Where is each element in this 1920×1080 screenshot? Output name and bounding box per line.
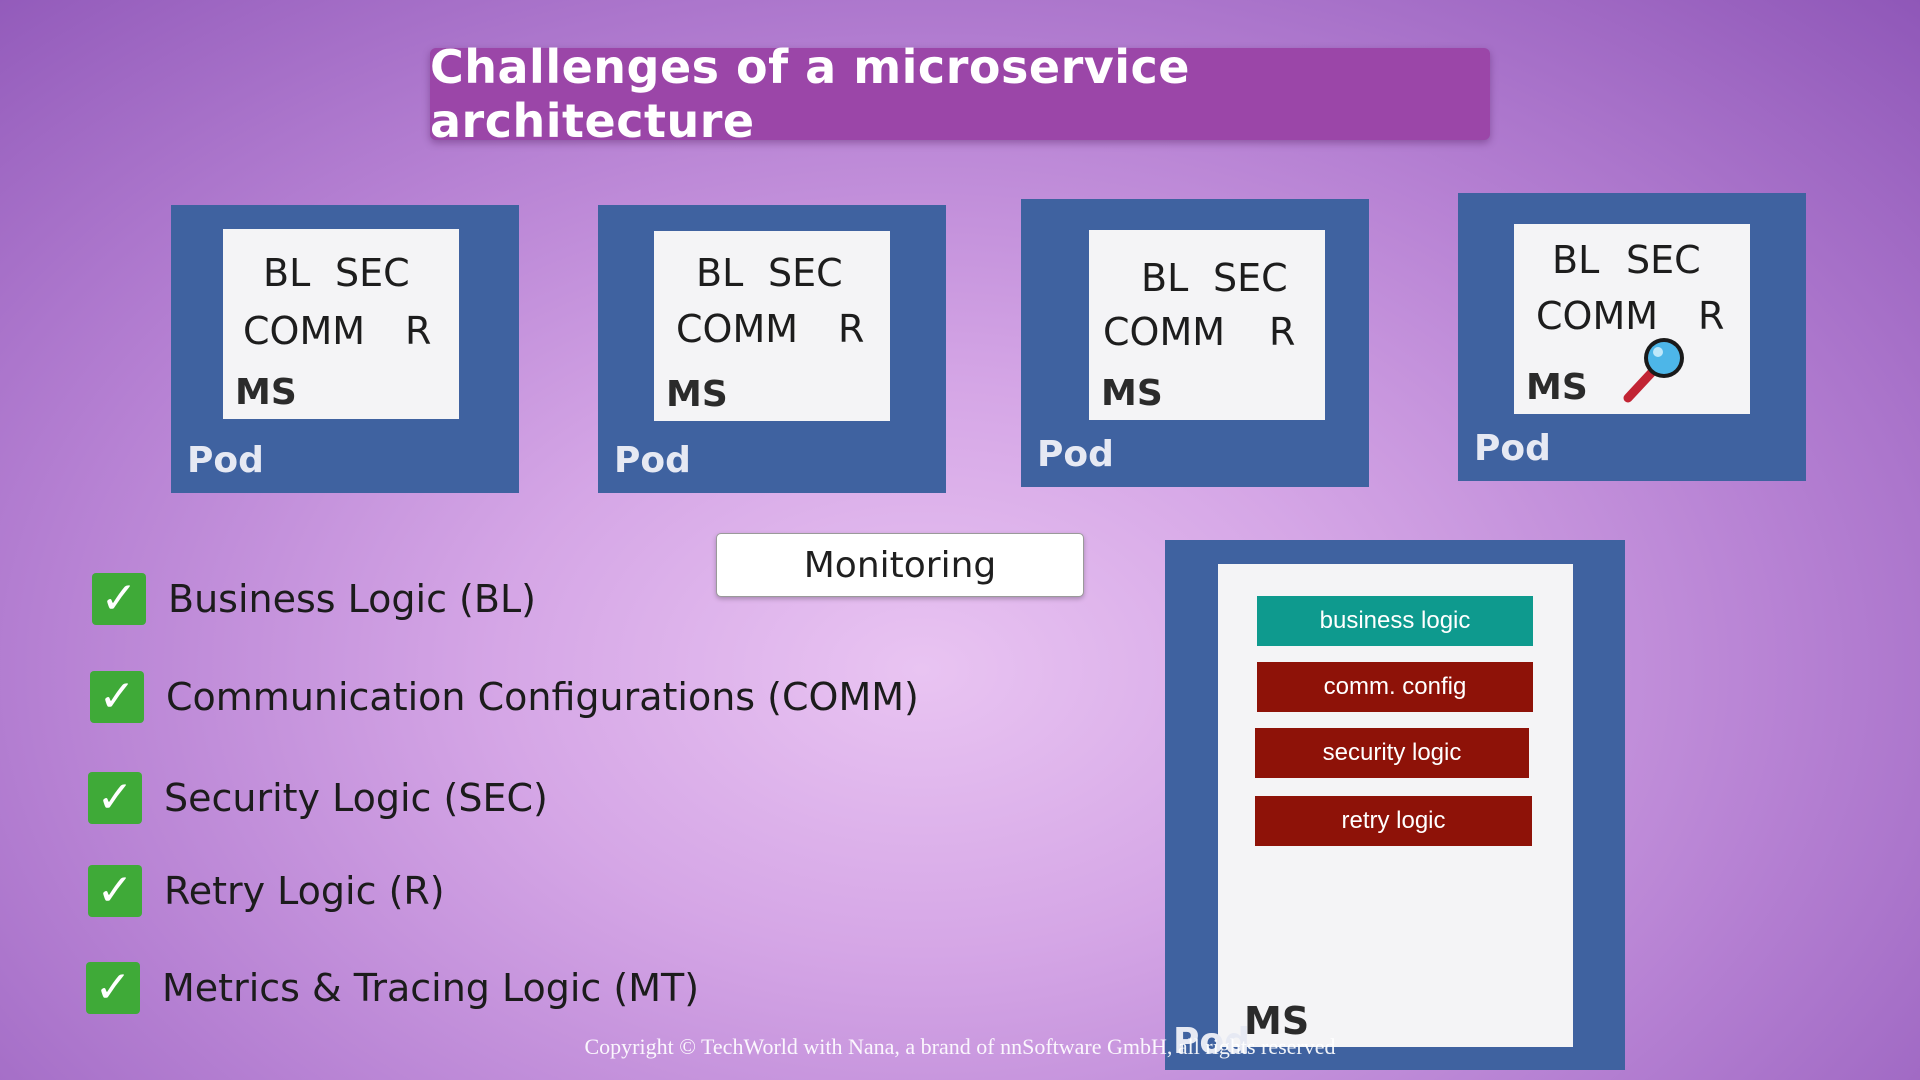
legend-label: Communication Configurations (COMM)	[166, 675, 919, 719]
microservice-box: BL SEC COMM R MS	[1514, 224, 1750, 414]
pod-2: BL SEC COMM R MS Pod	[598, 205, 946, 493]
pod-label: Pod	[1474, 428, 1551, 469]
component-label: security logic	[1322, 739, 1462, 766]
legend-item-mt: ✓ Metrics & Tracing Logic (MT)	[86, 960, 699, 1016]
ms-label: MS	[666, 374, 728, 415]
page-title: Challenges of a microservice architectur…	[430, 40, 1190, 148]
bl-label: BL	[1552, 238, 1600, 282]
comm-label: COMM	[1103, 310, 1226, 354]
detail-pod: business logic comm. config security log…	[1165, 540, 1625, 1070]
pod-label: Pod	[187, 440, 264, 481]
bl-label: BL	[263, 251, 311, 295]
ms-label: MS	[235, 372, 297, 413]
detail-microservice-box: business logic comm. config security log…	[1218, 564, 1573, 1047]
legend-label: Security Logic (SEC)	[164, 776, 548, 820]
pod-4: BL SEC COMM R MS Pod	[1458, 193, 1806, 481]
check-icon: ✓	[90, 671, 144, 723]
comm-label: COMM	[676, 307, 799, 351]
r-label: R	[1269, 310, 1296, 354]
security-logic-bar: security logic	[1255, 728, 1529, 778]
legend-label: Business Logic (BL)	[168, 577, 536, 621]
legend-label: Metrics & Tracing Logic (MT)	[162, 966, 700, 1010]
legend-item-sec: ✓ Security Logic (SEC)	[88, 770, 548, 826]
r-label: R	[405, 309, 432, 353]
comm-label: COMM	[243, 309, 366, 353]
ms-label: MS	[1526, 367, 1588, 408]
pod-3: BL SEC COMM R MS Pod	[1021, 199, 1369, 487]
sec-label: SEC	[768, 251, 843, 295]
component-label: comm. config	[1323, 673, 1467, 700]
bl-label: BL	[696, 251, 744, 295]
sec-label: SEC	[1213, 256, 1288, 300]
microservice-box: BL SEC COMM R MS	[223, 229, 459, 419]
check-icon: ✓	[88, 772, 142, 824]
microservice-box: BL SEC COMM R MS	[654, 231, 890, 421]
ms-label: MS	[1244, 999, 1310, 1043]
pod-label: Pod	[1037, 434, 1114, 475]
check-icon: ✓	[86, 962, 140, 1014]
r-label: R	[1698, 294, 1725, 338]
check-icon: ✓	[88, 865, 142, 917]
monitoring-label: Monitoring	[803, 544, 997, 586]
legend-label: Retry Logic (R)	[164, 869, 445, 913]
business-logic-bar: business logic	[1257, 596, 1533, 646]
bl-label: BL	[1141, 256, 1189, 300]
magnifier-icon	[1623, 338, 1684, 403]
microservice-box: BL SEC COMM R MS	[1089, 230, 1325, 420]
sec-label: SEC	[1626, 238, 1701, 282]
title-banner: Challenges of a microservice architectur…	[430, 40, 1490, 148]
copyright-text: Copyright © TechWorld with Nana, a brand…	[584, 1034, 1336, 1059]
comm-config-bar: comm. config	[1257, 662, 1533, 712]
sec-label: SEC	[335, 251, 410, 295]
legend-item-comm: ✓ Communication Configurations (COMM)	[90, 669, 919, 725]
component-label: business logic	[1319, 607, 1471, 634]
pod-label: Pod	[1173, 1021, 1250, 1062]
legend-item-r: ✓ Retry Logic (R)	[88, 863, 445, 919]
monitoring-box: Monitoring	[716, 533, 1084, 597]
legend-item-bl: ✓ Business Logic (BL)	[92, 571, 536, 627]
comm-label: COMM	[1536, 294, 1659, 338]
pod-1: BL SEC COMM R MS Pod	[171, 205, 519, 493]
retry-logic-bar: retry logic	[1255, 796, 1532, 846]
ms-label: MS	[1101, 373, 1163, 414]
r-label: R	[838, 307, 865, 351]
check-icon: ✓	[92, 573, 146, 625]
pod-label: Pod	[614, 440, 691, 481]
component-label: retry logic	[1341, 807, 1446, 834]
